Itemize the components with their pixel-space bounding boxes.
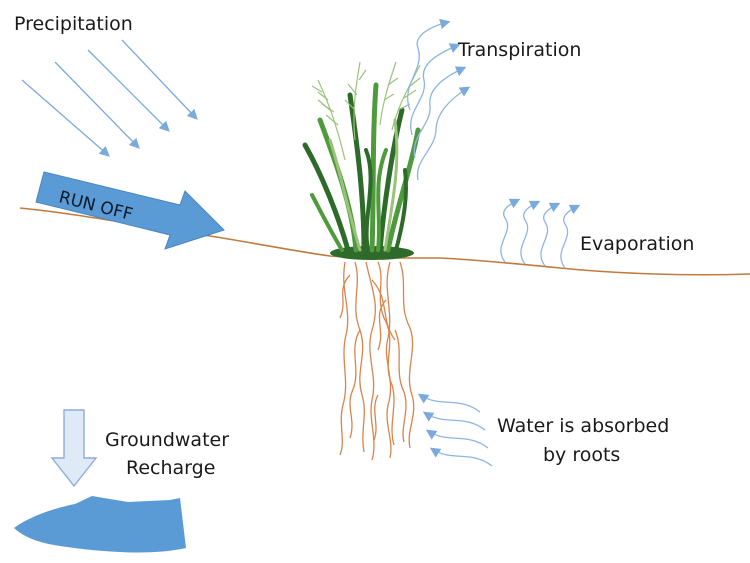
vapor-arrow <box>540 202 561 267</box>
vapor-arrow <box>410 43 461 136</box>
vapor-arrow <box>407 18 451 111</box>
root-absorption-arrows <box>417 393 493 467</box>
transpiration-arrows <box>407 18 471 181</box>
run-off-arrow: RUN OFF <box>35 171 225 250</box>
vapor-arrow <box>560 204 581 269</box>
absorbed-label-line1: Water is absorbed <box>497 415 669 437</box>
absorb-arrow <box>417 393 481 413</box>
absorbed-label-line2: by roots <box>543 444 620 466</box>
absorb-arrow <box>429 447 493 467</box>
groundwater-recharge-arrow <box>50 409 98 488</box>
absorb-arrow <box>425 429 489 449</box>
groundwater-body <box>14 496 186 553</box>
rain-arrow <box>21 79 110 157</box>
rain-arrow <box>54 61 140 149</box>
transpiration-label: Transpiration <box>457 39 581 61</box>
groundwater-label-line1: Groundwater <box>105 429 229 451</box>
rain-arrow <box>121 39 198 120</box>
rain-arrows <box>21 39 198 157</box>
grass-plant <box>302 61 421 260</box>
groundwater-label-line2: Recharge <box>126 457 215 479</box>
vapor-arrow <box>520 200 541 265</box>
evaporation-arrows <box>500 198 581 269</box>
rain-arrow <box>87 49 170 132</box>
absorb-arrow <box>422 411 486 431</box>
vapor-arrow <box>413 66 467 159</box>
evaporation-label: Evaporation <box>580 233 694 255</box>
vapor-arrow <box>416 86 471 181</box>
plant-roots <box>339 261 415 461</box>
precipitation-label: Precipitation <box>14 13 133 35</box>
vapor-arrow <box>500 198 521 263</box>
